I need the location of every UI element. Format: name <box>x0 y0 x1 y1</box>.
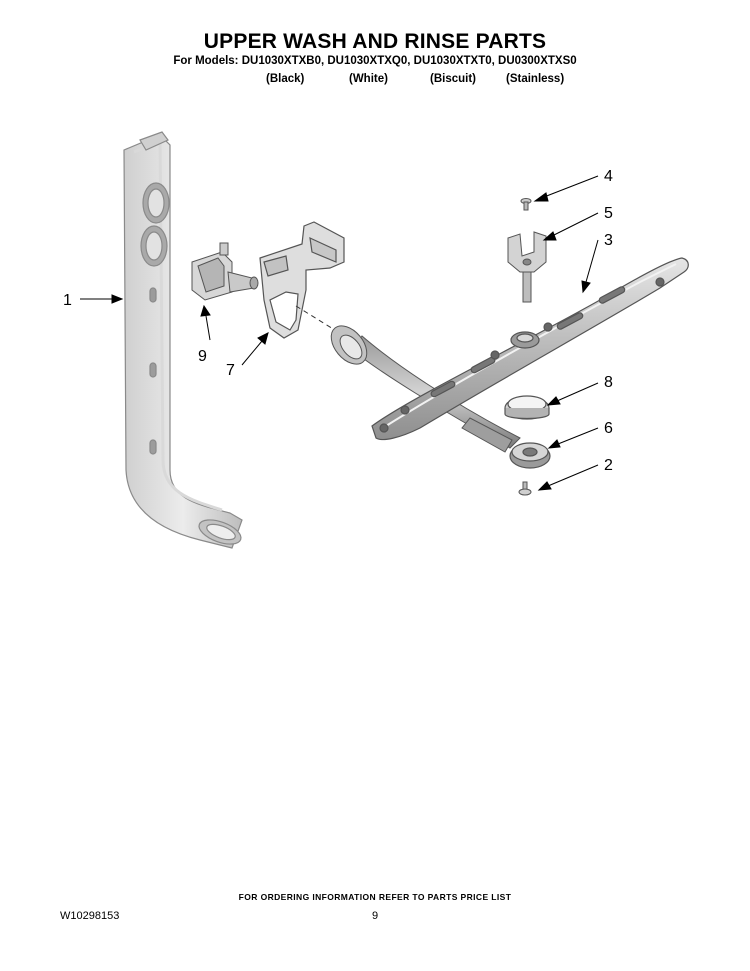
ordering-note: FOR ORDERING INFORMATION REFER TO PARTS … <box>238 892 512 902</box>
leader-lines <box>80 175 599 491</box>
connector-part <box>191 242 259 301</box>
supply-tube-part <box>123 131 243 549</box>
document-number: W10298153 <box>60 910 120 922</box>
page-number: 9 <box>372 910 379 922</box>
callout-2: 2 <box>604 457 613 474</box>
callout-6: 6 <box>604 420 613 437</box>
callout-3: 3 <box>604 232 613 249</box>
retainer-clip-part <box>507 231 547 303</box>
screw-part <box>520 198 532 211</box>
callout-1: 1 <box>63 292 72 309</box>
models-line: For Models: DU1030XTXB0, DU1030XTXQ0, DU… <box>173 55 577 67</box>
callout-4: 4 <box>604 168 613 185</box>
variant-label-stainless: (Stainless) <box>506 73 565 85</box>
callout-5: 5 <box>604 205 613 222</box>
bottom-screw-part <box>518 481 532 496</box>
spray-arm-part <box>371 257 689 441</box>
variant-label-white: (White) <box>349 73 388 85</box>
bracket-part <box>259 221 345 339</box>
callout-8: 8 <box>604 374 613 391</box>
variant-label-black: (Black) <box>266 73 305 85</box>
page-title: UPPER WASH AND RINSE PARTS <box>203 30 547 53</box>
seal-ring-part <box>504 395 550 420</box>
variant-label-biscuit: (Biscuit) <box>430 73 476 85</box>
callout-9: 9 <box>198 348 207 365</box>
bearing-part <box>509 442 551 469</box>
callout-7: 7 <box>226 362 235 379</box>
